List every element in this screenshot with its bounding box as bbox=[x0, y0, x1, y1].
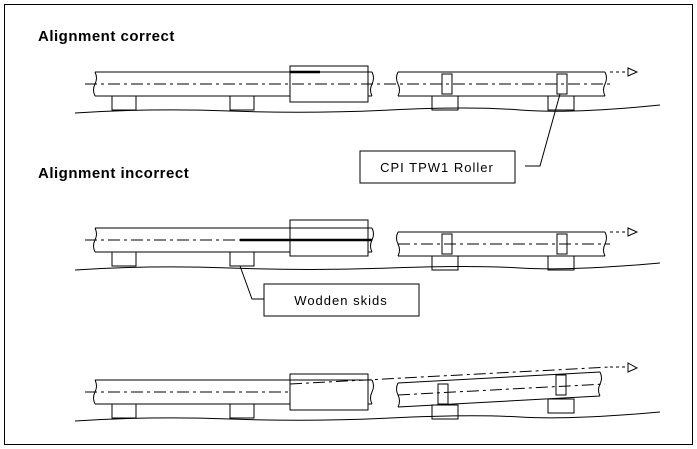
roller bbox=[441, 233, 453, 255]
wooden-skid bbox=[229, 95, 255, 111]
roller bbox=[555, 374, 567, 396]
direction-arrow bbox=[627, 67, 639, 77]
ground-line bbox=[74, 411, 661, 422]
roller-callout-box bbox=[359, 150, 516, 184]
roller bbox=[441, 73, 453, 95]
skids-callout-label: Wodden skids bbox=[294, 293, 387, 308]
coupling-sleeve bbox=[289, 373, 369, 411]
pipe-offset bbox=[74, 219, 661, 271]
centre-line bbox=[397, 383, 606, 396]
diagram-border bbox=[4, 4, 693, 445]
roller-support bbox=[547, 255, 575, 271]
roller bbox=[556, 73, 568, 95]
direction-arrow bbox=[627, 362, 639, 373]
wooden-skid bbox=[111, 251, 137, 267]
direction-arrow bbox=[627, 227, 639, 237]
roller-support bbox=[431, 404, 459, 420]
misalignment-line bbox=[289, 366, 611, 385]
wooden-skid bbox=[229, 251, 255, 267]
roller bbox=[437, 383, 449, 405]
roller-leader-line bbox=[525, 93, 561, 167]
roller bbox=[556, 233, 568, 255]
roller-support bbox=[431, 255, 459, 271]
skids-callout-box bbox=[263, 283, 420, 317]
pipe-angled bbox=[74, 362, 661, 422]
roller-support bbox=[547, 398, 575, 414]
coupling-sleeve bbox=[289, 219, 369, 257]
roller-callout-label: CPI TPW1 Roller bbox=[380, 160, 494, 175]
heading-alignment-incorrect: Alignment incorrect bbox=[38, 165, 189, 182]
ground-line bbox=[74, 262, 661, 271]
roller-support bbox=[431, 95, 459, 111]
wooden-skid bbox=[111, 403, 137, 419]
roller-support bbox=[547, 95, 575, 111]
wooden-skid bbox=[229, 403, 255, 419]
ground-line bbox=[74, 104, 661, 114]
wooden-skid bbox=[111, 95, 137, 111]
skids-leader-line bbox=[239, 265, 264, 300]
heading-alignment-correct: Alignment correct bbox=[38, 28, 175, 45]
pipe-correct bbox=[74, 65, 661, 114]
